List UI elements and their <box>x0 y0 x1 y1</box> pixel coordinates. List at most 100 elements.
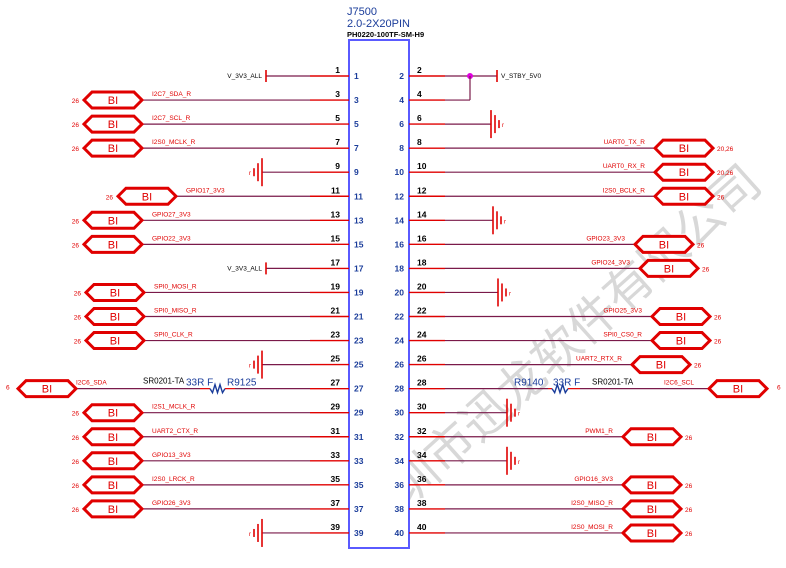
net-label: GPIO22_3V3 <box>152 235 191 242</box>
page-reference: 20,26 <box>717 170 734 177</box>
pin-number-external: 17 <box>331 257 341 267</box>
resistor-value: 33R F <box>553 378 580 389</box>
offpage-direction-label: BI <box>108 480 118 492</box>
pin-number-internal: 32 <box>395 432 405 442</box>
net-offpage-connector[interactable] <box>652 162 716 182</box>
net-offpage-connector[interactable] <box>83 331 147 351</box>
pin-number-internal: 15 <box>354 239 364 249</box>
net-offpage-connector[interactable] <box>83 307 147 326</box>
net-offpage-connector[interactable] <box>81 451 145 471</box>
net-offpage-connector[interactable] <box>652 138 716 158</box>
net-label: UART2_CTX_R <box>152 428 198 435</box>
pin-number-internal: 4 <box>399 95 404 105</box>
net-offpage-connector[interactable] <box>81 210 145 230</box>
pin-number-internal: 26 <box>395 360 405 370</box>
pin-number-external: 34 <box>417 450 427 460</box>
pin-number-external: 31 <box>331 426 341 436</box>
offpage-direction-label: BI <box>679 167 689 179</box>
net-offpage-connector[interactable] <box>629 355 693 375</box>
net-offpage-connector[interactable] <box>649 307 713 326</box>
page-reference: 26 <box>74 290 82 297</box>
page-reference: 26 <box>72 483 80 490</box>
offpage-direction-label: BI <box>108 504 118 516</box>
net-offpage-connector[interactable] <box>649 331 713 351</box>
offpage-direction-label: BI <box>108 432 118 444</box>
net-offpage-connector[interactable] <box>81 114 145 134</box>
page-reference: 26 <box>697 242 705 249</box>
net-label: I2C7_SCL_R <box>152 115 191 122</box>
pin-number-internal: 18 <box>395 263 405 273</box>
pin-number-internal: 36 <box>395 480 405 490</box>
pin-number-internal: 37 <box>354 504 364 514</box>
net-offpage-connector[interactable] <box>632 234 696 254</box>
ground-label: r <box>249 364 251 370</box>
net-label: PWM1_R <box>585 428 613 435</box>
net-label: I2S0_MOSI_R <box>571 524 613 531</box>
page-reference: 26 <box>72 459 80 466</box>
net-offpage-connector[interactable] <box>620 523 684 543</box>
resistor-value: 33R F <box>186 378 213 389</box>
net-offpage-connector[interactable] <box>81 499 145 519</box>
pin-number-external: 25 <box>331 354 341 364</box>
connector-body[interactable] <box>348 39 410 549</box>
pin-number-internal: 8 <box>399 143 404 153</box>
net-offpage-connector[interactable] <box>637 258 701 278</box>
resistor-body[interactable] <box>551 382 569 395</box>
net-offpage-connector[interactable] <box>620 499 684 519</box>
pin-number-external: 26 <box>417 354 427 364</box>
power-net-label: V_STBY_5V0 <box>501 73 541 80</box>
net-label: GPIO23_3V3 <box>586 235 625 242</box>
page-reference: 26 <box>72 411 80 418</box>
connector-value: 2.0-2X20PIN <box>347 18 410 30</box>
net-label: GPIO27_3V3 <box>152 211 191 218</box>
offpage-direction-label: BI <box>647 432 657 444</box>
net-label: SPI0_MISO_R <box>154 308 197 315</box>
net-offpage-connector[interactable] <box>652 186 716 206</box>
pin-number-external: 10 <box>417 161 427 171</box>
resistor-body[interactable] <box>209 382 226 395</box>
page-reference: 20,26 <box>717 146 734 153</box>
net-offpage-connector[interactable] <box>81 138 145 158</box>
net-offpage-connector[interactable] <box>81 90 145 110</box>
offpage-direction-label: BI <box>676 312 686 324</box>
net-label: I2S0_BCLK_R <box>603 187 646 194</box>
net-offpage-connector[interactable] <box>15 379 79 399</box>
page-reference: 26 <box>702 266 710 273</box>
left-pin-group: 11V_3V3_ALL33I2C7_SDA_RBI2655I2C7_SCL_RB… <box>6 65 364 547</box>
resistor-refdes: R9125 <box>227 378 257 389</box>
pin-number-external: 18 <box>417 257 427 267</box>
pin-number-internal: 35 <box>354 480 364 490</box>
net-label: I2S0_MISO_R <box>571 500 613 507</box>
pin-number-internal: 23 <box>354 336 364 346</box>
pin-number-external: 36 <box>417 474 427 484</box>
net-offpage-connector[interactable] <box>81 234 145 254</box>
pin-number-internal: 25 <box>354 360 364 370</box>
net-label: I2S0_LRCK_R <box>152 476 195 483</box>
net-offpage-connector[interactable] <box>620 475 684 495</box>
pin-number-external: 11 <box>331 185 340 195</box>
pin-number-internal: 14 <box>395 215 405 225</box>
net-offpage-connector[interactable] <box>81 475 145 495</box>
net-offpage-connector[interactable] <box>706 379 770 399</box>
net-offpage-connector[interactable] <box>81 427 145 447</box>
net-offpage-connector[interactable] <box>83 282 147 302</box>
page-reference: 26 <box>694 363 702 370</box>
offpage-direction-label: BI <box>108 239 118 251</box>
ground-label: r <box>249 532 251 538</box>
net-offpage-connector[interactable] <box>115 186 179 206</box>
net-offpage-connector[interactable] <box>620 427 684 447</box>
pin-number-internal: 38 <box>395 504 405 514</box>
net-offpage-connector[interactable] <box>81 403 145 423</box>
pin-number-external: 30 <box>417 402 427 412</box>
